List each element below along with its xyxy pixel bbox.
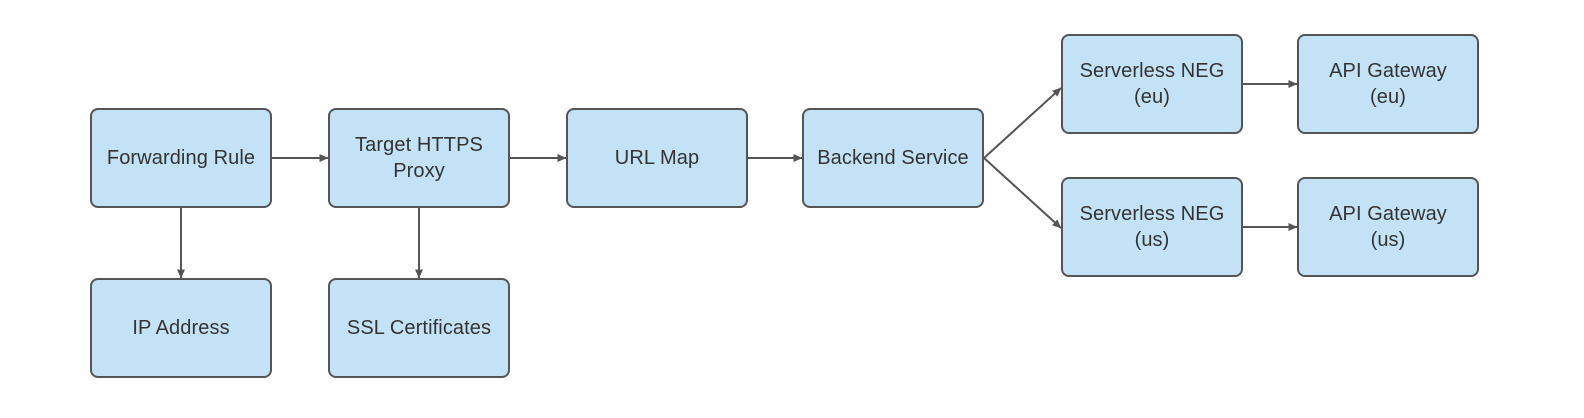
node-forwarding-rule[interactable]: Forwarding Rule — [90, 108, 272, 208]
edge-backend-service-to-serverless-neg-us — [983, 157, 1062, 229]
node-api-gateway-us[interactable]: API Gateway (us) — [1297, 177, 1479, 277]
node-ssl-certificates[interactable]: SSL Certificates — [328, 278, 510, 378]
node-ip-address[interactable]: IP Address — [90, 278, 272, 378]
node-serverless-neg-us[interactable]: Serverless NEG (us) — [1061, 177, 1243, 277]
edge-backend-service-to-serverless-neg-eu — [983, 87, 1062, 159]
node-api-gateway-eu[interactable]: API Gateway (eu) — [1297, 34, 1479, 134]
node-url-map[interactable]: URL Map — [566, 108, 748, 208]
node-target-https-proxy[interactable]: Target HTTPS Proxy — [328, 108, 510, 208]
node-serverless-neg-eu[interactable]: Serverless NEG (eu) — [1061, 34, 1243, 134]
node-backend-service[interactable]: Backend Service — [802, 108, 984, 208]
